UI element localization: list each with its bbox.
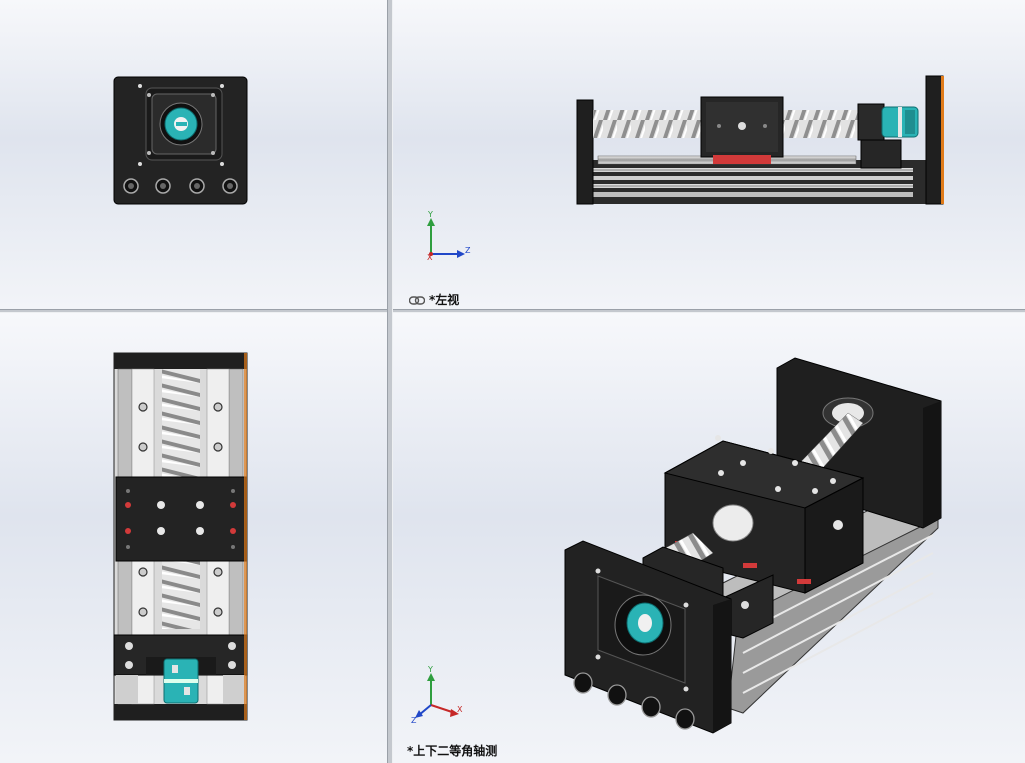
axis-z-label-left: Z	[465, 246, 471, 255]
viewport-label-isometric: *上下二等角轴测	[407, 744, 498, 758]
end-plate-front-drawing	[113, 76, 248, 205]
axis-triad-isometric	[415, 673, 459, 718]
isometric-drawing: Y X Z	[411, 357, 942, 734]
left-view-title: *左视	[429, 293, 460, 307]
viewport-front[interactable]	[0, 0, 387, 309]
axis-x-label-iso: X	[457, 705, 463, 714]
axis-y-label-iso: Y	[427, 665, 433, 674]
viewport-top-view[interactable]	[0, 313, 387, 763]
axis-x-label-left: X	[427, 253, 433, 262]
viewport-isometric[interactable]: Y X Z *上下二等角轴测	[393, 313, 1025, 763]
link-icon	[409, 296, 425, 305]
viewport-splitter-horizontal[interactable]	[0, 309, 1025, 313]
viewport-label-left-view: *左视	[409, 291, 459, 308]
top-view-drawing	[113, 352, 248, 721]
viewport-left-view[interactable]: Y Z X *左视	[393, 0, 1025, 309]
axis-triad-left-view	[427, 218, 465, 258]
axis-y-label-left: Y	[427, 210, 433, 219]
axis-z-label-iso: Z	[411, 716, 417, 725]
viewport-splitter-vertical[interactable]	[387, 0, 393, 763]
left-view-drawing: Y Z X	[427, 75, 944, 262]
